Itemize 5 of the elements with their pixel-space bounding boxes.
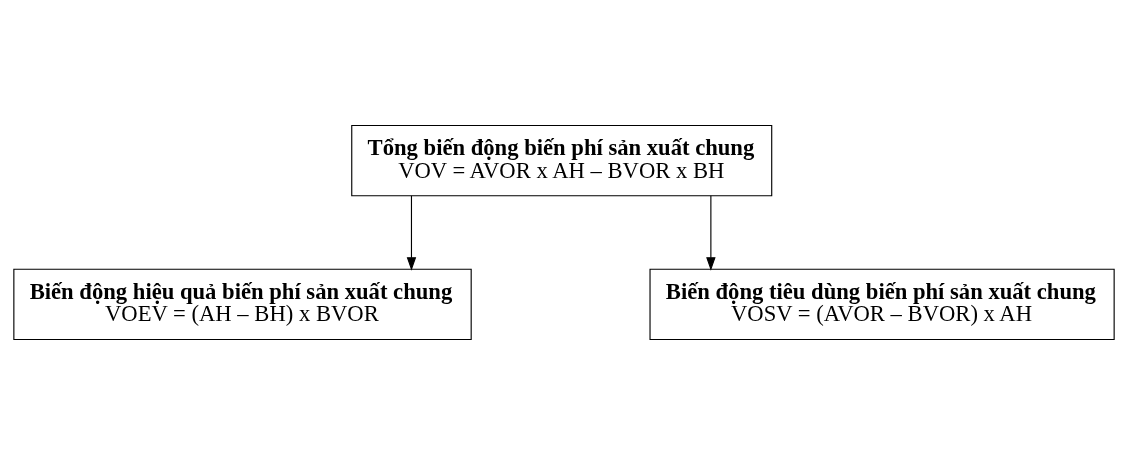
arrow (706, 195, 716, 271)
node-box: Biến động hiệu quả biến phí sản xuất chung VOEV = (AH – BH) x BVOR (13, 268, 472, 341)
arrow (406, 195, 417, 271)
node-box: Tổng biến động biến phí sản xuất chung VOV = AVOR x AH – BVOR x BH (351, 124, 773, 197)
node-box: Biến động tiêu dùng biến phí sản xuất chung VOSV = (AVOR – BVOR) x AH (649, 268, 1115, 341)
